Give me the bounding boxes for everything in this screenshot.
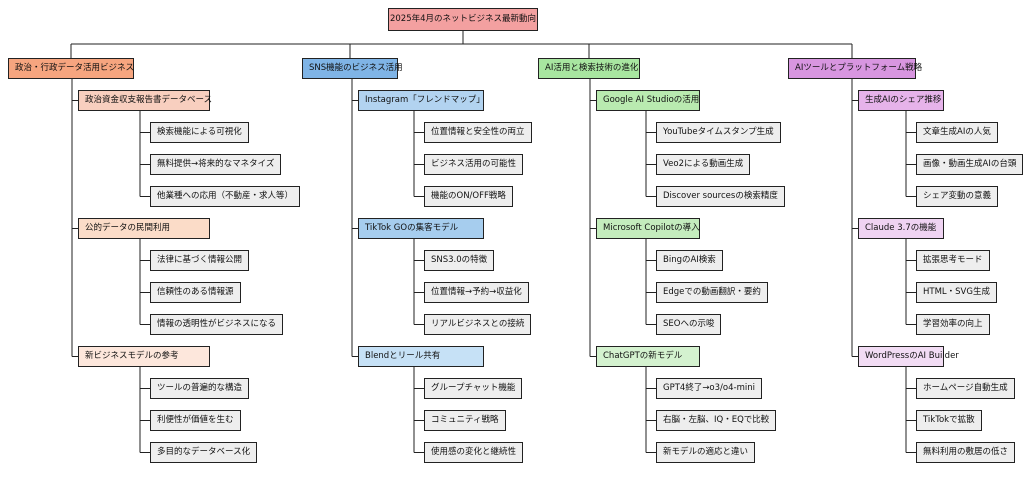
topic-item: YouTubeタイムスタンプ生成 [656, 122, 781, 143]
topic-item: GPT4終了→o3/o4-mini [656, 378, 762, 399]
topic-item: 拡張思考モード [916, 250, 990, 271]
topic-item: Discover sourcesの検索精度 [656, 186, 785, 207]
topic-item: BingのAI検索 [656, 250, 723, 271]
topic-item: 他業種への応用（不動産・求人等） [150, 186, 301, 207]
topic-item: 情報の透明性がビジネスになる [150, 314, 284, 335]
topic-item: シェア変動の意義 [916, 186, 999, 207]
subtopic-3-3: ChatGPTの新モデル [596, 346, 700, 367]
topic-item: 文章生成AIの人気 [916, 122, 998, 143]
subtopic-2-2: TikTok GOの集客モデル [358, 218, 484, 239]
topic-item: ツールの普遍的な構造 [150, 378, 250, 399]
topic-item: 機能のON/OFF戦略 [424, 186, 513, 207]
subtopic-4-1: 生成AIのシェア推移 [858, 90, 944, 111]
topic-item: 利便性が価値を生む [150, 410, 241, 431]
category-2: SNS機能のビジネス活用 [302, 58, 403, 79]
topic-item: 位置情報と安全性の両立 [424, 122, 532, 143]
topic-item: 多目的なデータベース化 [150, 442, 258, 463]
topic-item: SNS3.0の特徴 [424, 250, 495, 271]
topic-item: 学習効率の向上 [916, 314, 990, 335]
category-1: 政治・行政データ活用ビジネス [8, 58, 134, 79]
topic-item: 新モデルの適応と違い [656, 442, 756, 463]
subtopic-3-2: Microsoft Copilotの導入 [596, 218, 700, 239]
topic-item: 画像・動画生成AIの台頭 [916, 154, 1024, 175]
topic-item: 無料利用の敷居の低さ [916, 442, 1016, 463]
category-3: AI活用と検索技術の進化 [538, 58, 640, 79]
topic-item: Edgeでの動画翻訳・要約 [656, 282, 768, 303]
subtopic-4-3: WordPressのAI Builder [858, 346, 959, 367]
topic-item: 検索機能による可視化 [150, 122, 249, 143]
topic-item: TikTokで拡散 [916, 410, 982, 431]
topic-item: コミュニティ戦略 [424, 410, 506, 431]
subtopic-2-3: Blendとリール共有 [358, 346, 484, 367]
topic-item: HTML・SVG生成 [916, 282, 997, 303]
subtopic-3-1: Google AI Studioの活用 [596, 90, 700, 111]
topic-item: 法律に基づく情報公開 [150, 250, 250, 271]
topic-item: ビジネス活用の可能性 [424, 154, 524, 175]
subtopic-1-2: 公的データの民間利用 [78, 218, 210, 239]
category-4: AIツールとプラットフォーム戦略 [788, 58, 922, 79]
topic-item: 右脳・左脳、IQ・EQで比較 [656, 410, 777, 431]
subtopic-1-3: 新ビジネスモデルの参考 [78, 346, 210, 367]
subtopic-1-1: 政治資金収支報告書データベース [78, 90, 212, 111]
topic-item: 位置情報→予約→収益化 [424, 282, 529, 303]
topic-item: 信頼性のある情報源 [150, 282, 241, 303]
root-title: 2025年4月のネットビジネス最新動向 [388, 8, 538, 31]
topic-item: 使用感の変化と継続性 [424, 442, 524, 463]
topic-item: 無料提供→将来的なマネタイズ [150, 154, 282, 175]
topic-item: リアルビジネスとの接続 [424, 314, 532, 335]
subtopic-4-2: Claude 3.7の機能 [858, 218, 944, 239]
topic-item: グループチャット機能 [424, 378, 523, 399]
topic-item: SEOへの示唆 [656, 314, 722, 335]
topic-item: ホームページ自動生成 [916, 378, 1015, 399]
topic-item: Veo2による動画生成 [656, 154, 751, 175]
subtopic-2-1: Instagram「フレンドマップ」 [358, 90, 485, 111]
